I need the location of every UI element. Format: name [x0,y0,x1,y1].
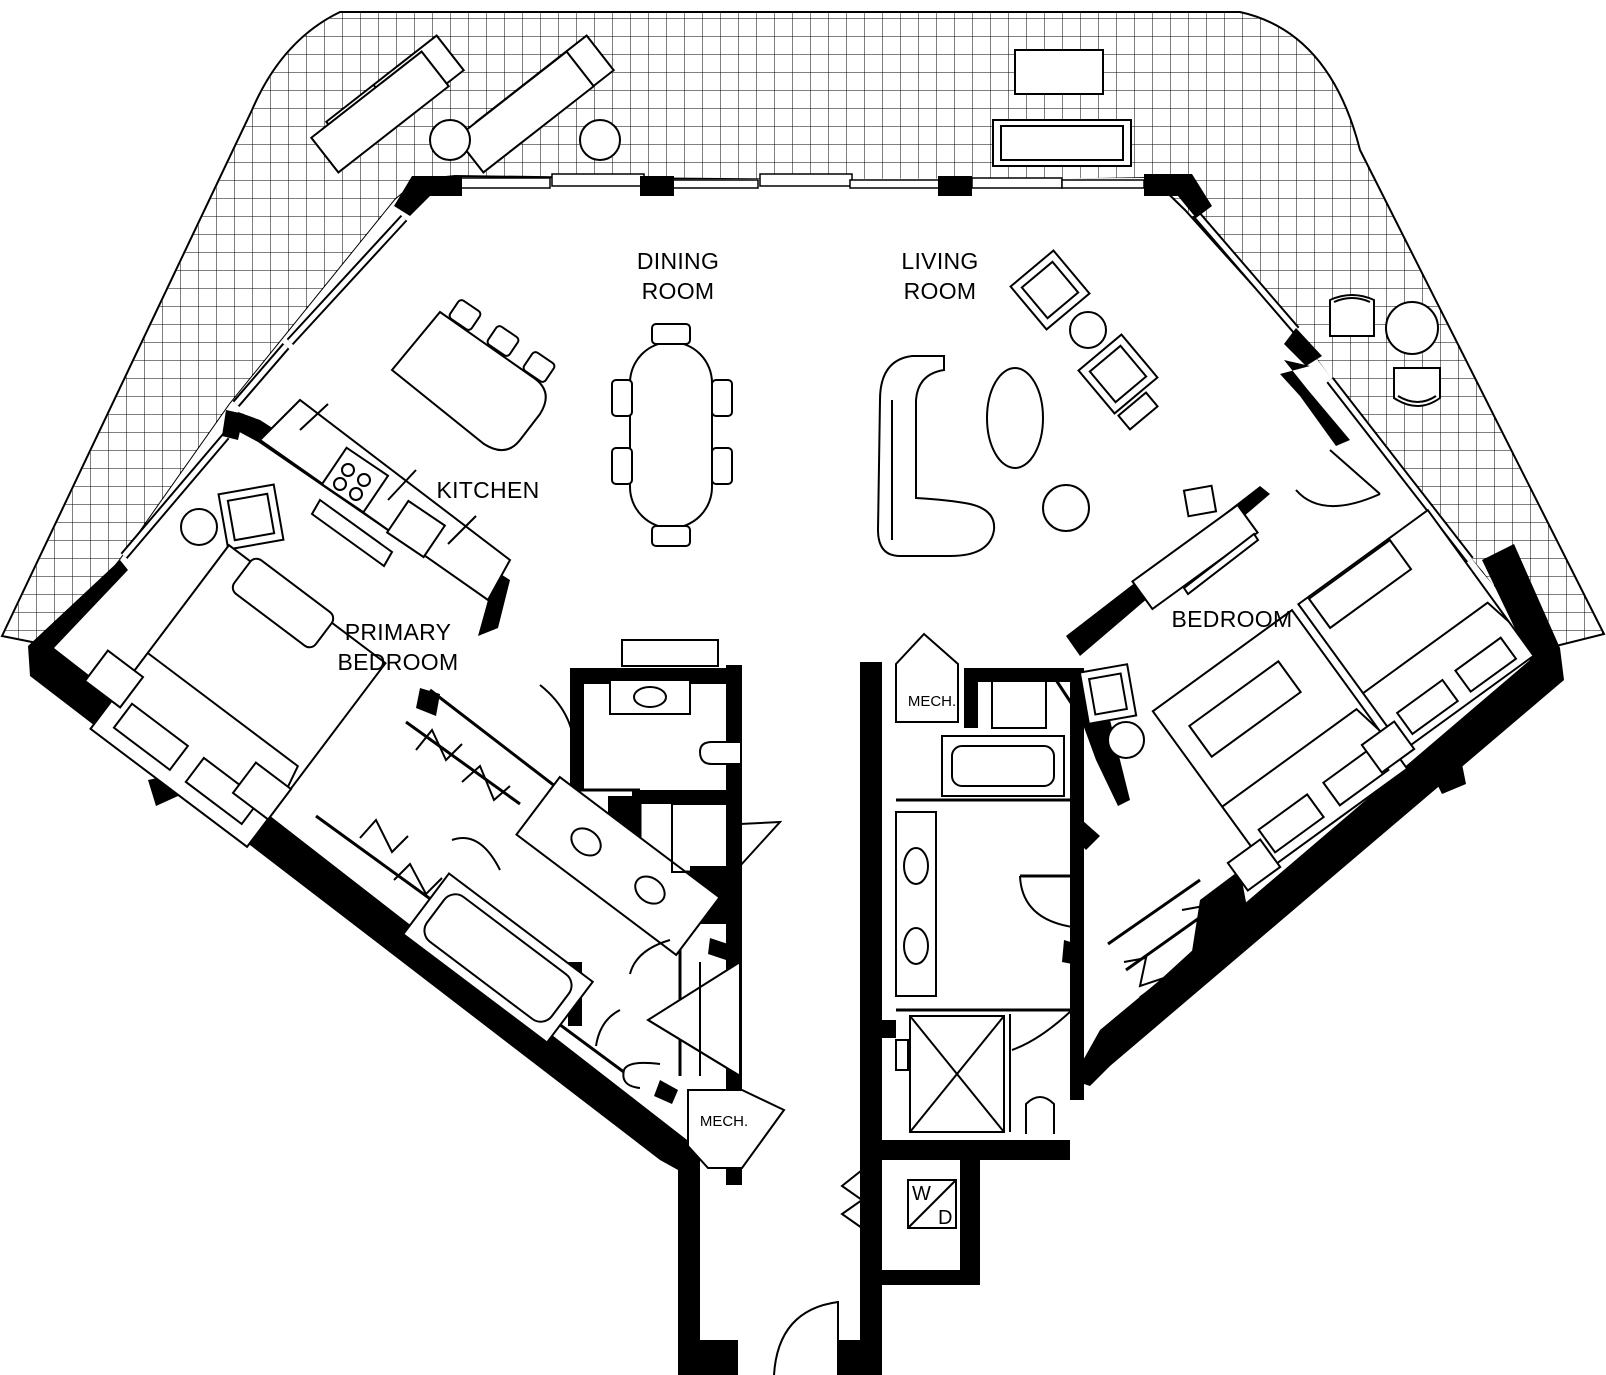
side-table-icon [579,119,621,161]
living-room-label-line1: LIVING [901,248,978,274]
terrace-table-icon [1014,49,1104,95]
mech-closet-right [895,632,959,723]
bench-icon [1307,538,1413,630]
kitchen-island-icon [390,310,547,451]
bathtub-icon [401,872,595,1044]
entry-door-icon [773,1300,839,1375]
side-table-icon [1107,721,1145,759]
cooktop-icon [320,446,390,514]
sink-icon [609,679,691,715]
bedroom-label: BEDROOM [1172,606,1293,632]
armchair-icon [217,483,285,551]
nightstand-icon [1226,838,1282,892]
coffee-table-icon [986,367,1044,469]
armchair-icon [1009,249,1091,331]
terrace-sofa-icon [992,119,1132,167]
mech-label-left: MECH. [700,1113,748,1130]
sectional-sofa-icon [876,355,996,557]
toilet-icon [698,741,740,765]
terrace-chair-icon [1393,367,1441,407]
bar-stool-icon [448,299,556,383]
dining-room-label-line1: DINING [637,248,719,274]
living-room-label-line2: ROOM [904,278,977,304]
mech-label-right: MECH. [908,693,956,710]
kitchen-label: KITCHEN [436,477,539,503]
bench-icon [1187,659,1303,759]
window-wall [120,173,1474,563]
vanity-icon [515,775,721,957]
dining-chair-icon [611,323,733,547]
door-swing [1295,489,1381,507]
washer-dryer-icon: W D [907,1179,957,1229]
bathtub-icon [941,735,1065,797]
vanity-icon [895,811,937,997]
sink-icon [385,499,447,559]
door-swing [1019,875,1081,929]
toilet-icon [1025,1096,1055,1134]
closet-door-icon [359,728,511,896]
terrace-chair-icon [1329,294,1375,337]
door-swing [629,939,671,975]
interior-floor [30,178,1560,1375]
shower-icon [909,1015,1005,1133]
primary-bedroom-label-line2: BEDROOM [338,649,459,675]
closet-door-icon [840,1169,864,1229]
armchair-icon [1078,663,1138,725]
washer-label: W [912,1183,931,1205]
side-table-icon [1069,311,1107,349]
room-labels: DINING ROOM LIVING ROOM KITCHEN PRIMARY … [338,248,1293,1130]
lounge-chair-icon [454,34,616,174]
armchair-icon [1077,333,1159,431]
mech-closet-left [687,1089,786,1169]
dining-table-icon [629,341,713,529]
toilet-icon [622,1061,661,1089]
closet-door-icon [1123,904,1223,988]
bench-icon [231,557,335,649]
nightstand-icon [1360,720,1416,774]
side-table-icon [1042,484,1090,532]
bed-icon [1151,608,1409,872]
door-swing [1011,1009,1073,1051]
primary-bedroom-label-line1: PRIMARY [345,619,451,645]
shower-icon [646,960,741,1078]
side-table-icon [1385,301,1439,355]
dining-room-label-line2: ROOM [642,278,715,304]
tv-icon [1182,532,1260,596]
counter-edge [310,498,394,568]
door-swing [739,820,783,867]
dryer-label: D [938,1207,952,1229]
vanity-icon [621,639,719,667]
side-table-icon [429,119,471,161]
nightstand-icon [231,761,293,821]
lounge-chair-icon [309,34,466,174]
door-swing [539,684,576,777]
door-swing [595,1009,621,1047]
nightstand-icon [83,649,145,709]
side-table-icon [180,508,218,546]
